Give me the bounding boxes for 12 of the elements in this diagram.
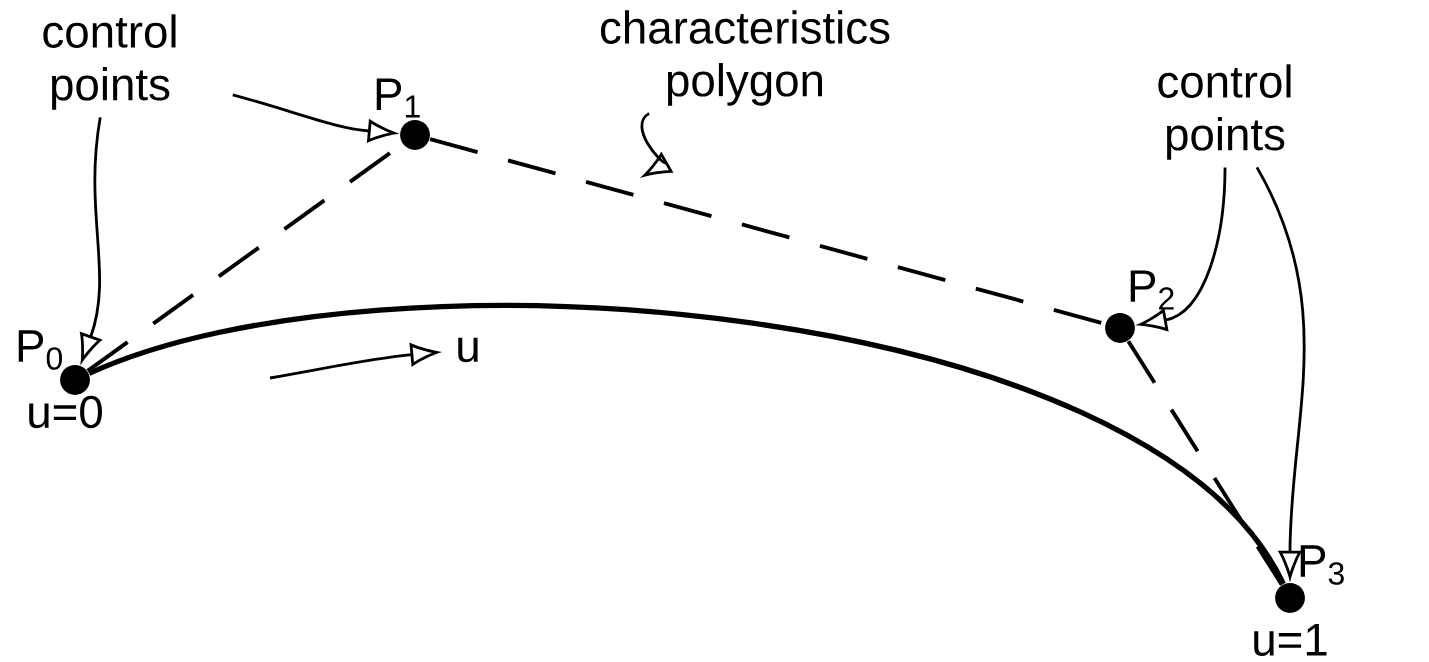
point-label: P$_{1}$ (376, 78, 420, 118)
point-label: P$_{0}$ (18, 330, 62, 370)
polygon-edge (1126, 340, 1284, 586)
annotation-text: control points (1158, 64, 1291, 160)
annotation-text: characteristics polygon (600, 10, 890, 106)
parameter-label: u (458, 337, 478, 363)
point-label: P$_{2}$ (1130, 270, 1174, 310)
parameter-label: u=1 (1254, 624, 1327, 656)
bezier-curve (88, 303, 1286, 586)
annotation-text: control points (43, 14, 176, 110)
point-label: P$_{3}$ (1300, 545, 1344, 585)
parameter-label: u=0 (29, 395, 102, 429)
